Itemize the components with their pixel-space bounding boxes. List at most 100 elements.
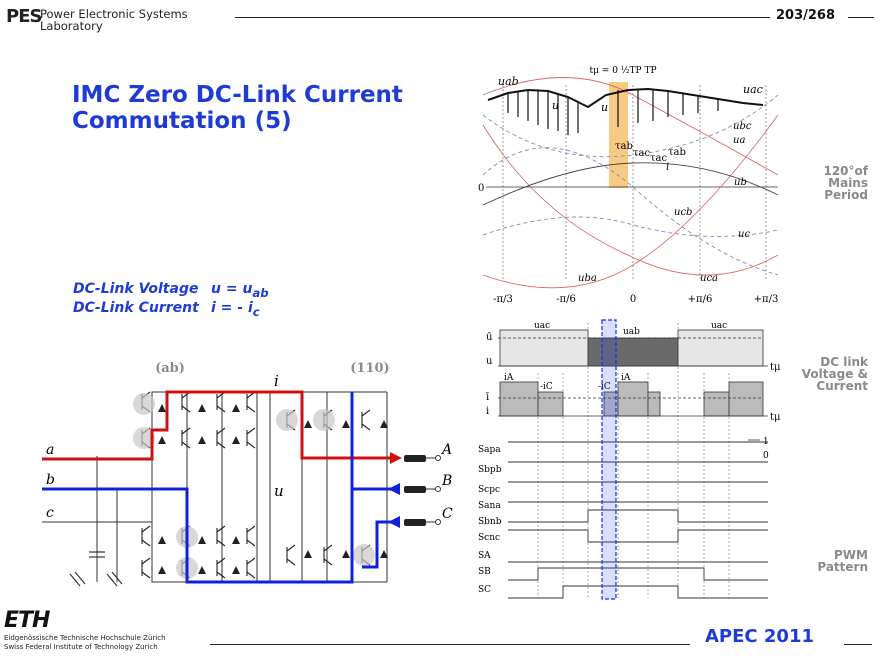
pwm-row-scpc: Scpc (478, 485, 500, 495)
current-sub: c (252, 304, 260, 319)
conference-logo: APEC 2011 (705, 626, 814, 647)
u-axis-label: u (486, 356, 493, 367)
header-rule-end (848, 17, 874, 18)
output-C-label: C (442, 506, 453, 522)
slide-title: IMC Zero DC-Link Current Commutation (5) (72, 82, 403, 134)
cur-label-3: iA (621, 373, 631, 383)
voltage-label: DC-Link Voltage (73, 281, 199, 297)
eth-subtitle-2: Swiss Federal Institute of Technology Zu… (4, 643, 158, 651)
seg-label-uac2: uac (711, 321, 727, 331)
dclink-label-1: DC link (820, 355, 868, 369)
pwm-label-1: PWM (834, 548, 868, 562)
wave-label-ua: ua (733, 135, 745, 146)
lab-name: Power Electronic Systems Laboratory (40, 8, 188, 32)
seg-label-uab: uab (623, 327, 640, 337)
wave-label-ub: ub (734, 177, 747, 188)
pwm-row-sapa: Sapa (478, 445, 501, 455)
eth-subtitle-1: Eidgenössische Technische Hochschule Zür… (4, 634, 166, 642)
cur-label-1: -iC (540, 382, 553, 392)
wave-label-tau-ac2: τac (650, 153, 667, 164)
mains-waveform-diagram: tμ = 0 ½TP TP uab u u uac ubc ua τab τac… (478, 65, 779, 305)
mains-label-3: Period (824, 188, 868, 202)
wave-label-tau-ab: τab (615, 141, 633, 152)
input-c-label: c (46, 505, 54, 521)
slide-title-line2: Commutation (5) (72, 108, 292, 134)
mains-label-2: Mains (828, 176, 868, 190)
pwm-row-sbnb: Sbnb (478, 517, 502, 527)
wave-label-tau-ab2: τab (668, 147, 686, 158)
voltage-eq: u = u (211, 281, 253, 297)
wave-label-uc: uc (738, 229, 750, 240)
output-B-label: B (441, 473, 452, 489)
level-1-label: 1 (763, 437, 769, 447)
input-a-label: a (46, 442, 54, 458)
eth-subtitle: Eidgenössische Technische Hochschule Zür… (4, 634, 166, 652)
wave-label-i: i (666, 162, 669, 173)
wave-label-uac: uac (743, 83, 763, 96)
wave-zero-label: 0 (478, 183, 484, 194)
pwm-row-sc: SC (478, 585, 491, 595)
header-rule (235, 17, 770, 18)
x-tick-2: 0 (630, 294, 636, 305)
x-tick-1: -π/6 (556, 294, 576, 305)
pwm-row-sbpb: Sbpb (478, 465, 502, 475)
level-0-label: 0 (763, 451, 769, 461)
tmu-label-2: tμ (770, 412, 781, 423)
wave-label-uca: uca (700, 273, 718, 284)
u-bar-label: ū (486, 332, 493, 343)
pwm-label-2: Pattern (817, 560, 868, 574)
wave-label-u1: u (552, 99, 559, 112)
voltage-sub: ab (252, 285, 269, 300)
wave-label-tau-ac: τac (633, 148, 650, 159)
page-number: 203/268 (776, 8, 836, 23)
wave-label-uba: uba (578, 273, 597, 284)
pwm-row-sa: SA (478, 551, 491, 561)
wave-label-ubc: ubc (733, 121, 752, 132)
voltage-u-label: u (274, 482, 284, 500)
eth-logo: ETH (4, 608, 50, 633)
dclink-label: DC link Voltage & Current (790, 356, 868, 392)
x-tick-3: +π/6 (688, 294, 713, 305)
current-eq: i = - i (211, 299, 253, 316)
slide-title-line1: IMC Zero DC-Link Current (72, 82, 403, 108)
wave-top-label: tμ = 0 ½TP TP (589, 65, 656, 76)
output-A-label: A (440, 442, 452, 458)
x-tick-4: +π/3 (754, 294, 779, 305)
tmu-label-1: tμ (770, 362, 781, 373)
imc-circuit-diagram: (ab) (110) i u (42, 361, 453, 587)
cur-label-0: iA (504, 373, 514, 383)
current-label: DC-Link Current (73, 299, 199, 316)
dclink-label-3: Current (816, 379, 868, 393)
pwm-timing-diagram: ū u tμ uac uab uac ī i tμ iA -iC -iC iA (478, 319, 781, 600)
current-i-label: i (274, 372, 279, 390)
footer-rule (210, 644, 690, 645)
dclink-label-2: Voltage & (801, 367, 868, 381)
wave-label-uab: uab (498, 75, 519, 88)
u-segment-uac-2 (677, 329, 764, 367)
u-segment-uac-1 (499, 329, 589, 367)
seg-label-uac1: uac (534, 321, 550, 331)
pes-logo: PES (6, 6, 42, 27)
wave-label-ucb: ucb (674, 207, 692, 218)
state-label-110: (110) (350, 361, 389, 376)
pwm-row-sb: SB (478, 567, 491, 577)
commutation-window (601, 319, 617, 600)
wave-label-u2: u (601, 101, 608, 114)
state-label-ab: (ab) (155, 361, 185, 376)
pwm-label: PWM Pattern (800, 549, 868, 573)
pwm-row-sana: Sana (478, 501, 501, 511)
commutation-highlight (609, 82, 628, 188)
mains-period-label: 120°of Mains Period (800, 165, 868, 201)
lab-name-line1: Power Electronic Systems (40, 7, 188, 21)
mains-label-1: 120°of (823, 164, 868, 178)
cur-label-2: -iC (598, 382, 611, 392)
dc-link-definitions: DC-Link Voltage u = uab DC-Link Current i … (73, 282, 269, 320)
footer-rule-end (844, 644, 872, 645)
i-axis-label: i (486, 406, 489, 417)
lab-name-line2: Laboratory (40, 19, 103, 33)
i-bar-label: ī (485, 392, 489, 403)
pwm-row-scnc: Scnc (478, 533, 500, 543)
input-b-label: b (46, 472, 55, 488)
u-segment-uab (587, 337, 679, 367)
x-tick-0: -π/3 (493, 294, 513, 305)
